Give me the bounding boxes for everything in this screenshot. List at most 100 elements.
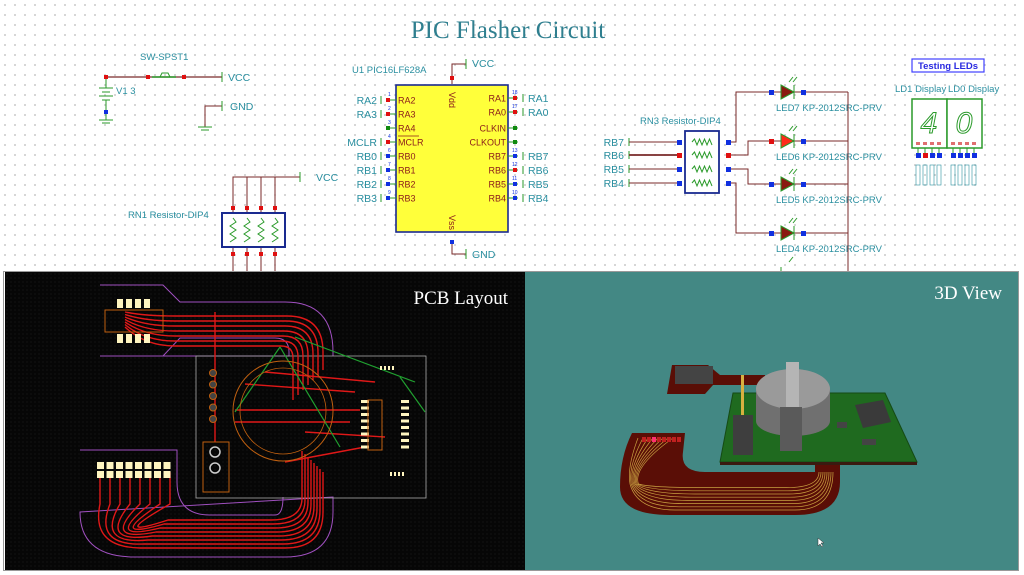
display-label: LD1 Display (895, 84, 946, 95)
led-7[interactable]: LED7 KP-2012SRC-PRV (731, 76, 883, 143)
rn3-input-rb4[interactable]: RB4 (604, 178, 731, 190)
pcb-trace (122, 460, 312, 536)
pin-name: RA3 (398, 110, 416, 120)
led-diode-icon (780, 176, 796, 192)
pcb-pad (106, 462, 114, 469)
pin-name: RB1 (398, 166, 416, 176)
testing-leds-label[interactable]: Testing LEDs (918, 61, 978, 72)
pin-name: RB0 (398, 152, 416, 162)
ic-3d (855, 400, 891, 428)
pcb-pad (126, 334, 132, 343)
led-diode-icon (780, 133, 796, 149)
pcb-trace (124, 311, 324, 370)
net-label: RB6 (528, 165, 549, 177)
led-5[interactable]: LED5 KP-2012SRC-PRV (731, 168, 883, 206)
3d-view-panel[interactable]: 3D View (525, 272, 1018, 570)
pin-name: RA4 (398, 124, 416, 134)
rn1-vcc-net-label: VCC (316, 172, 339, 184)
switch-flex-outline (100, 284, 334, 357)
pin-name: RB6 (488, 166, 506, 176)
svg-text:1: 1 (388, 92, 391, 98)
rn1-pin (245, 252, 249, 256)
u1-pin-ra4[interactable]: RA4 3 (386, 120, 416, 134)
u1-label: U1 PIC16LF628A (352, 65, 427, 76)
pcb-layout-panel[interactable]: PCB Layout (5, 272, 525, 570)
pcb-trace (244, 383, 356, 393)
rn1-pin (231, 206, 235, 210)
pin-name: RA2 (398, 96, 416, 106)
seven-segment-display-1[interactable]: LD0 Display 0 (946, 84, 999, 186)
led-3d (647, 437, 651, 442)
ic-u1-pic16lf628a[interactable]: U1 PIC16LF628A VCC Vdd Vss GND RA21RA2RA… (347, 58, 548, 261)
pcb-pad (144, 462, 152, 469)
svg-text:3: 3 (388, 120, 391, 126)
rn3-input-rb7[interactable]: RB7 (604, 137, 731, 149)
svg-text:17: 17 (512, 104, 518, 110)
rn1-pin (231, 252, 235, 256)
pcb-via (209, 392, 217, 400)
pcb-pad (144, 334, 150, 343)
pcb-bottom-trace (294, 336, 416, 383)
u1-pin-clkin[interactable]: CLKIN (479, 124, 518, 134)
led-label: LED7 KP-2012SRC-PRV (776, 103, 883, 114)
schematic-canvas[interactable]: PIC Flasher Circuit SW-SPST1 VCC V1 3 GN… (0, 0, 1024, 272)
rn1-pin (273, 206, 277, 210)
vcc-net-label: VCC (228, 72, 251, 84)
pcb-pad (97, 471, 104, 478)
led-3d (657, 437, 661, 442)
rn3-label: RN3 Resistor-DIP4 (640, 116, 721, 127)
u1-gnd-net: GND (472, 249, 496, 261)
rn3-input-rb6[interactable]: RB6 (604, 150, 731, 162)
net-label: RB4 (604, 178, 625, 190)
svg-text:9: 9 (388, 190, 391, 196)
battery-label: V1 3 (116, 86, 136, 97)
pcb-pad (135, 334, 141, 343)
pcb-trace (124, 321, 304, 390)
net-label: RB7 (528, 151, 549, 163)
pcb-via (209, 380, 217, 389)
led-4[interactable]: LED4 KP-2012SRC-PRV (731, 182, 883, 255)
pcb-trace (124, 316, 314, 380)
pcb-trace (105, 469, 321, 545)
svg-text:11: 11 (512, 176, 517, 182)
display-label: LD0 Display (948, 84, 999, 95)
testing-leds-box[interactable] (911, 58, 985, 73)
rn1-label: RN1 Resistor-DIP4 (128, 210, 209, 221)
pcb-layout-title: PCB Layout (414, 288, 509, 309)
vss-pin-label: Vss (447, 215, 457, 231)
pcb-pad (163, 471, 171, 478)
rn3-input-rb5[interactable]: RB5 (604, 164, 731, 176)
pcb-pad (135, 462, 142, 469)
pcb-pad (97, 462, 104, 469)
led-6[interactable]: LED6 KP-2012SRC-PRV (731, 125, 883, 163)
display-digit: 0 (956, 107, 973, 140)
switch-sw-spst1[interactable]: SW-SPST1 VCC (106, 52, 251, 84)
pcb-trace (98, 472, 324, 549)
led-3d (677, 437, 681, 442)
rn1-pin (245, 206, 249, 210)
u1-pin-clkout[interactable]: CLKOUT (469, 138, 518, 148)
resistor-network-rn1[interactable]: RN1 Resistor-DIP4 VCC (128, 172, 339, 272)
battery-v1[interactable]: V1 3 (99, 75, 136, 124)
led-label: LED6 KP-2012SRC-PRV (776, 152, 883, 163)
svg-text:10: 10 (512, 190, 518, 196)
pcb-trace (284, 446, 366, 463)
pcb-trace (124, 313, 319, 375)
pcb-bottom-trace (399, 376, 426, 413)
pcb-pad (163, 462, 171, 469)
